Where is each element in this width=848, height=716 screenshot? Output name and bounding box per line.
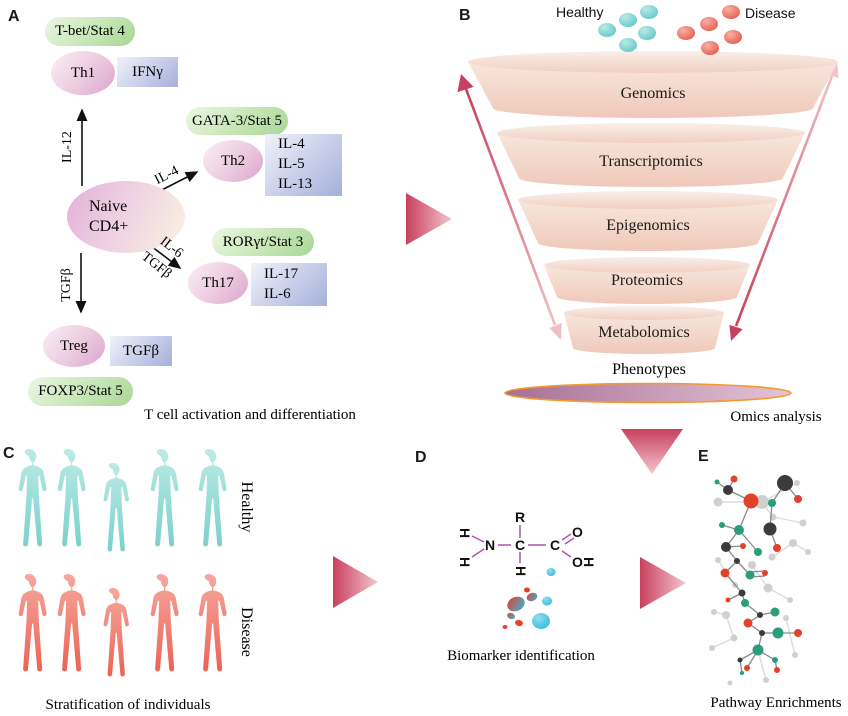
treg-cell: Treg xyxy=(43,325,105,367)
atom-h-top-left: H xyxy=(457,527,474,539)
panel-b-caption: Omics analysis xyxy=(730,409,822,425)
foxp3-stat5-box: FOXP3/Stat 5 xyxy=(28,377,133,406)
ifng-cytokine-box: IFNγ xyxy=(117,57,178,87)
tbet-stat4-box: T-bet/Stat 4 xyxy=(45,17,135,46)
phenotype-ellipse xyxy=(504,382,792,404)
pathway-network-graphic xyxy=(709,475,811,686)
arrow-a-to-b xyxy=(406,193,452,245)
healthy-sample-dots xyxy=(598,5,658,52)
panel-c-caption: Stratification of individuals xyxy=(45,697,211,713)
amino-acid-bonds xyxy=(471,525,575,563)
tgfb-down-arrow-label: TGFβ xyxy=(59,268,74,302)
panel-label-c: C xyxy=(3,445,15,462)
panel-e-caption: Pathway Enrichments xyxy=(710,695,842,711)
disease-dots-label: Disease xyxy=(745,5,796,21)
funnel-layer-metabolomics: Metabolomics xyxy=(598,324,690,341)
panel-label-b: B xyxy=(459,7,471,24)
funnel-layer-genomics: Genomics xyxy=(620,85,686,102)
disease-group-silhouettes xyxy=(18,574,227,677)
atom-o-double: O xyxy=(572,524,583,540)
atom-h-below: H xyxy=(513,565,530,577)
healthy-group-silhouettes xyxy=(18,449,227,552)
treg-cytokine-box: TGFβ xyxy=(110,336,172,366)
omics-funnel xyxy=(457,5,839,404)
panel-label-e: E xyxy=(698,448,709,465)
il12-arrow-label: IL-12 xyxy=(60,131,75,163)
th2-cell: Th2 xyxy=(203,140,263,182)
panel-label-d: D xyxy=(415,449,427,466)
disease-sample-dots xyxy=(677,5,742,55)
atom-c-alpha: C xyxy=(515,537,526,553)
panel-label-a: A xyxy=(8,8,20,25)
healthy-dots-label: Healthy xyxy=(556,4,604,20)
atom-c-carboxyl: C xyxy=(550,537,561,553)
arrow-d-to-e xyxy=(640,557,686,609)
atom-h-hydroxyl: H xyxy=(581,556,598,568)
rorgt-stat3-box: RORγt/Stat 3 xyxy=(212,228,314,256)
arrow-b-to-bottom xyxy=(621,429,683,474)
network-gray-nodes xyxy=(709,480,811,686)
atom-o-hydroxyl: O xyxy=(572,554,583,570)
network-nodes xyxy=(714,475,802,675)
funnel-layer-transcriptomics: Transcriptomics xyxy=(599,153,703,170)
phenotypes-label: Phenotypes xyxy=(612,361,686,378)
panel-d-caption: Biomarker identification xyxy=(447,648,595,664)
biomarker-droplets xyxy=(502,568,556,629)
atom-h-bottom-left: H xyxy=(457,556,474,568)
atom-n: N xyxy=(485,537,496,553)
naive-cd4-cell: Naive CD4+ xyxy=(67,181,185,253)
arrow-c-to-d xyxy=(333,556,378,608)
funnel-layer-epigenomics: Epigenomics xyxy=(606,217,690,234)
th2-cytokines-box: IL-4 IL-5 IL-13 xyxy=(265,134,342,196)
disease-group-label: Disease xyxy=(238,607,255,657)
th17-cell: Th17 xyxy=(188,262,248,304)
th17-cytokines-box: IL-17 IL-6 xyxy=(251,263,327,306)
atom-r: R xyxy=(515,509,526,525)
th1-cell: Th1 xyxy=(51,51,115,95)
gata3-stat5-box: GATA-3/Stat 5 xyxy=(186,107,288,135)
funnel-layer-proteomics: Proteomics xyxy=(611,272,683,289)
healthy-group-label: Healthy xyxy=(238,481,255,533)
panel-a-caption: T cell activation and differentiation xyxy=(144,407,356,423)
